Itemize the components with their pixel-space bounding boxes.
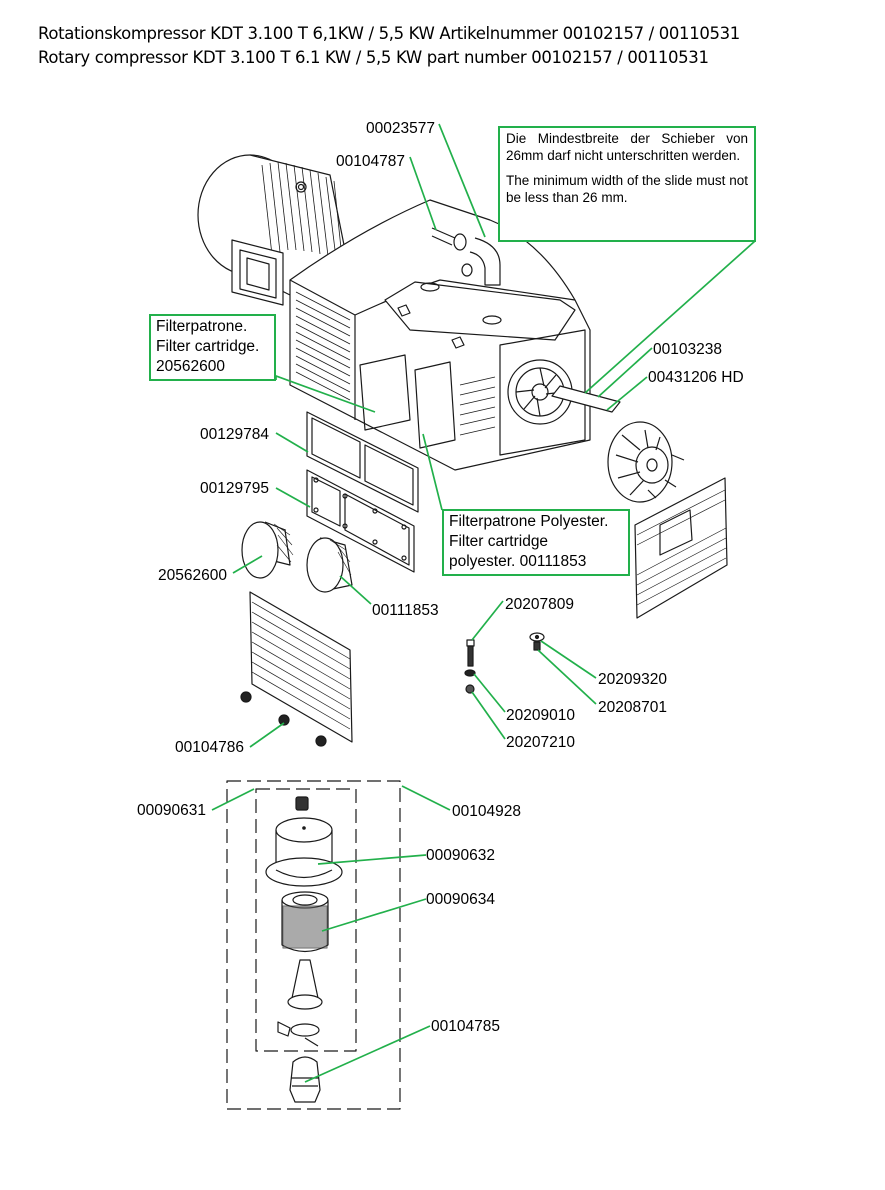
part-label-00104786: 00104786 — [175, 739, 244, 756]
note-filter-polyester-line1: Filterpatrone Polyester. — [449, 513, 609, 530]
part-label-20207809: 20207809 — [505, 596, 574, 613]
note-filter-polyester-line2: Filter cartridge — [449, 533, 549, 550]
side-cover — [249, 591, 353, 743]
leader-20208701 — [537, 649, 597, 705]
note-slide-min-width-de: Die Mindestbreite der Schieber von 26mm … — [506, 131, 748, 163]
note-filter-cartridge-line3: 20562600 — [156, 358, 225, 375]
part-label-20207210: 20207210 — [506, 734, 575, 751]
leader-00023577 — [438, 123, 486, 238]
part-label-20208701: 20208701 — [598, 699, 667, 716]
part-label-00129784: 00129784 — [200, 426, 269, 443]
note-filter-cartridge-polyester: Filterpatrone Polyester. Filter cartridg… — [442, 509, 630, 576]
part-label-00111853: 00111853 — [372, 602, 439, 619]
leader-20209010 — [473, 673, 506, 713]
leader-filter-cartridge — [275, 374, 376, 413]
note-filter-cartridge: Filterpatrone. Filter cartridge. 2056260… — [149, 314, 276, 381]
leader-00090632 — [317, 854, 427, 865]
part-label-00090631: 00090631 — [137, 802, 206, 819]
leader-00431206 — [606, 376, 648, 411]
leader-00129784 — [275, 432, 309, 453]
bolt-set — [464, 632, 545, 694]
part-label-00023577: 00023577 — [366, 120, 435, 137]
title-german: Rotationskompressor KDT 3.100 T 6,1KW / … — [38, 24, 740, 43]
leader-20207809 — [471, 600, 504, 641]
cover-screws — [240, 691, 327, 747]
note-filter-cartridge-line1: Filterpatrone. — [156, 318, 248, 335]
leader-note-slide — [584, 240, 756, 394]
leader-lines — [211, 123, 756, 1083]
leader-00104785 — [304, 1025, 431, 1083]
filter-cartridge-00111853 — [306, 537, 353, 593]
part-label-20209320: 20209320 — [598, 671, 667, 688]
fan — [607, 421, 685, 503]
part-label-00104785: 00104785 — [431, 1018, 500, 1035]
gasket-upper — [306, 411, 419, 513]
leader-filter-polyester — [422, 433, 443, 511]
part-label-00104787: 00104787 — [336, 153, 405, 170]
leader-00090634 — [321, 898, 427, 932]
gasket-lower — [306, 469, 415, 573]
part-label-00103238: 00103238 — [653, 341, 722, 358]
part-label-00090634: 00090634 — [426, 891, 495, 908]
title-english: Rotary compressor KDT 3.100 T 6.1 KW / 5… — [38, 48, 709, 67]
fan-cover — [634, 477, 728, 619]
leader-00104787 — [409, 156, 437, 231]
note-slide-min-width: Die Mindestbreite der Schieber von 26mm … — [498, 126, 756, 242]
part-label-00129795: 00129795 — [200, 480, 269, 497]
compressor-housing — [289, 199, 591, 471]
filter-cartridge-20562600 — [241, 521, 294, 579]
part-label-20562600: 20562600 — [158, 567, 227, 584]
leader-00111853 — [339, 575, 372, 605]
leader-00104786 — [249, 722, 285, 748]
note-slide-min-width-en: The minimum width of the slide must not … — [506, 173, 748, 205]
leader-00129795 — [275, 487, 311, 508]
part-label-00104928: 00104928 — [452, 803, 521, 820]
leader-20209320 — [540, 640, 597, 679]
part-label-00090632: 00090632 — [426, 847, 495, 864]
part-label-20209010: 20209010 — [506, 707, 575, 724]
leader-00090631 — [211, 788, 255, 811]
leader-00103238 — [597, 347, 653, 398]
note-filter-cartridge-line2: Filter cartridge. — [156, 338, 260, 355]
leader-20562600 — [232, 555, 263, 574]
part-label-00431206: 00431206 HD — [648, 369, 744, 386]
leader-00104928 — [401, 785, 451, 811]
oil-separator-assembly — [226, 780, 401, 1110]
leader-20207210 — [471, 691, 506, 740]
slide-vane — [551, 385, 621, 413]
note-filter-polyester-line3: polyester. 00111853 — [449, 553, 587, 570]
